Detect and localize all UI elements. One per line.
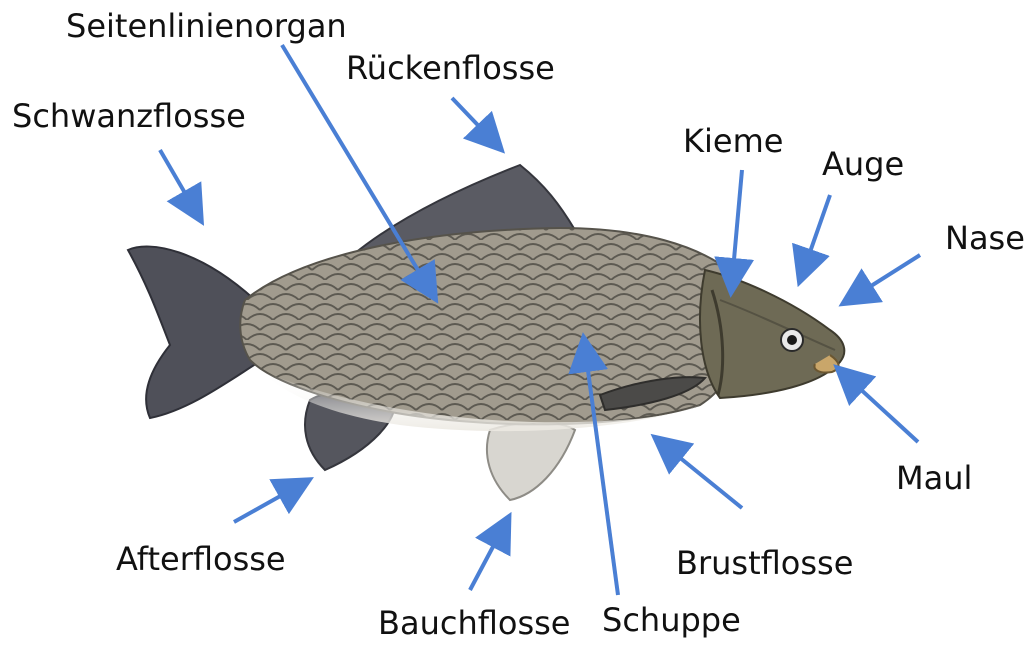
arrow-nase	[852, 255, 920, 298]
arrow-schwanzflosse	[160, 150, 196, 212]
arrow-afterflosse	[234, 485, 300, 522]
arrow-kieme	[732, 170, 742, 282]
label-rueckenflosse: Rückenflosse	[346, 52, 555, 84]
arrow-maul	[845, 375, 918, 442]
label-afterflosse: Afterflosse	[116, 543, 286, 575]
label-schwanzflosse: Schwanzflosse	[12, 100, 246, 132]
label-kieme: Kieme	[683, 125, 783, 157]
arrow-bauchflosse	[470, 526, 504, 590]
label-brustflosse: Brustflosse	[676, 547, 853, 579]
label-schuppe: Schuppe	[602, 604, 741, 636]
arrow-brustflosse	[663, 444, 742, 508]
label-auge: Auge	[822, 148, 904, 180]
arrow-auge	[803, 195, 830, 272]
label-seitenlinienorgan: Seitenlinienorgan	[66, 10, 347, 42]
pelvic-fin	[487, 423, 575, 501]
label-bauchflosse: Bauchflosse	[378, 607, 570, 639]
label-maul: Maul	[896, 462, 972, 494]
label-nase: Nase	[945, 222, 1025, 254]
arrow-rueckenflosse	[452, 98, 494, 142]
